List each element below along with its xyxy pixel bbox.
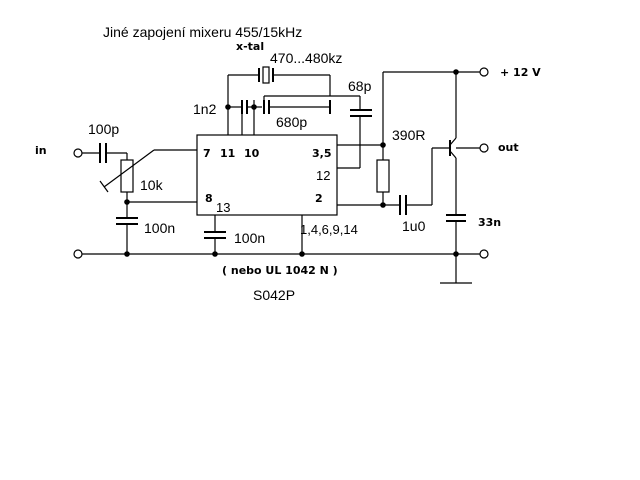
junction-dot (453, 251, 459, 257)
pin-10: 10 (244, 147, 260, 160)
cap-68p (330, 95, 372, 169)
xtal-freq-label: 470...480kz (270, 50, 342, 66)
junction-dot (212, 251, 218, 257)
out-terminal[interactable] (479, 143, 489, 153)
pin-2: 2 (315, 192, 323, 205)
out-label: out (498, 141, 519, 154)
cap-100p-label: 100p (88, 121, 119, 137)
pin-8: 8 (205, 192, 213, 205)
cap-100p (82, 143, 128, 163)
crystal-symbol (227, 66, 331, 135)
in-terminal[interactable] (73, 148, 83, 158)
pot-wiper (103, 149, 155, 188)
ic-body (196, 134, 338, 216)
xtal-label: x-tal (236, 40, 264, 53)
cap-680p-label: 680p (276, 114, 307, 130)
pin-3-5: 3,5 (312, 147, 332, 160)
cap-100n-left-label: 100n (144, 220, 175, 236)
ground-pins-label: 1,4,6,9,14 (300, 222, 358, 237)
pin-13: 13 (216, 200, 230, 215)
pin-7: 7 (203, 147, 211, 160)
cap-33n-label: 33n (478, 216, 501, 229)
resistor-390r (376, 159, 390, 193)
potentiometer-10k-label: 10k (140, 177, 164, 193)
cap-1n2-label: 1n2 (193, 101, 217, 117)
resistor-390r-label: 390R (392, 127, 425, 143)
potentiometer-10k (120, 159, 134, 193)
junction-dot (251, 104, 257, 110)
junction-dot (124, 199, 130, 205)
junction-dot (124, 251, 130, 257)
vcc-label: + 12 V (500, 66, 541, 79)
pin-11: 11 (220, 147, 235, 160)
gnd-terminal-right[interactable] (479, 249, 489, 259)
wire-pin-2 (337, 147, 450, 215)
pot-wiper-tick (99, 180, 109, 193)
cap-100n-left (116, 217, 138, 254)
cap-100n-mid-label: 100n (234, 230, 265, 246)
cap-1u0-label: 1u0 (402, 218, 426, 234)
junction-dot (299, 251, 305, 257)
pin-12: 12 (316, 168, 330, 183)
cap-100n-mid (204, 215, 226, 254)
cap-1n2 (228, 100, 254, 135)
cap-33n (440, 214, 472, 284)
junction-dot (380, 142, 386, 148)
junction-dot (225, 104, 231, 110)
junction-dot (380, 202, 386, 208)
in-label: in (35, 144, 47, 157)
diagram-title: Jiné zapojení mixeru 455/15kHz (103, 24, 302, 40)
alt-part-label: ( nebo UL 1042 N ) (222, 264, 338, 277)
vcc-terminal[interactable] (479, 67, 489, 77)
output-transistor (449, 72, 484, 215)
cap-68p-label: 68p (348, 78, 372, 94)
gnd-terminal-left[interactable] (73, 249, 83, 259)
ic-name: S042P (253, 287, 295, 303)
